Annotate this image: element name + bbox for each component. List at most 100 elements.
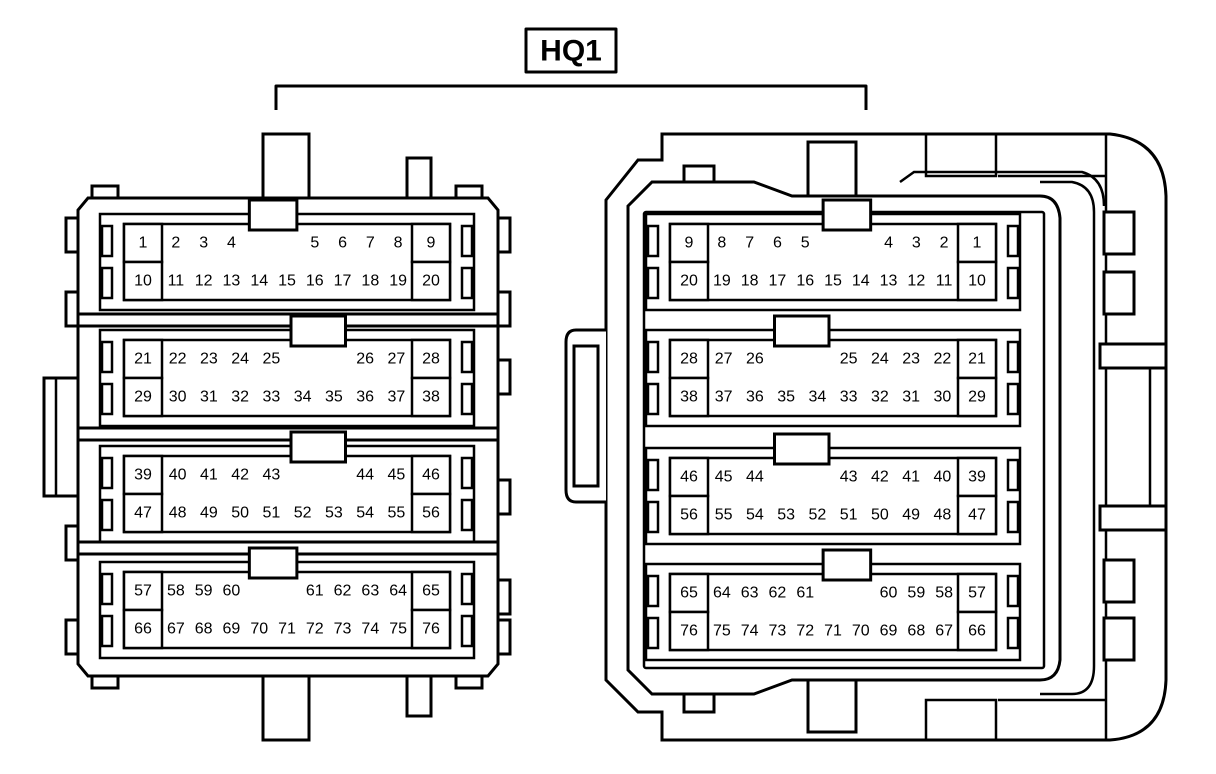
left-pin-number: 41 <box>200 467 218 484</box>
left-pin-cell: 52 <box>294 505 312 522</box>
right-pin-cell: 51 <box>840 507 858 524</box>
right-pin-cell: 45 <box>715 469 733 486</box>
left-row-slot <box>460 498 474 532</box>
left-pin-number: 30 <box>169 389 187 406</box>
left-pin-cell: 75 <box>389 621 407 638</box>
right-pin-number: 24 <box>871 351 889 368</box>
left-pin-number: 7 <box>366 235 375 252</box>
right-pin-cell: 41 <box>902 469 920 486</box>
left-pin-cell: 34 <box>294 389 312 406</box>
right-pin-box <box>668 376 710 418</box>
left-pin-cell: 1 <box>122 222 164 264</box>
right-pin-cell: 66 <box>956 610 998 652</box>
right-pin-number: 9 <box>685 235 694 252</box>
left-pin-cell: 22 <box>169 351 187 368</box>
right-pin-cell: 71 <box>824 623 842 640</box>
right-pin-cell: 16 <box>796 273 814 290</box>
right-pin-number: 38 <box>680 389 698 406</box>
left-key-notch <box>247 198 299 232</box>
left-pin-cell: 7 <box>366 235 375 252</box>
right-pin-number: 4 <box>884 235 893 252</box>
left-pin-number: 62 <box>334 583 352 600</box>
left-pin-cell: 13 <box>223 273 241 290</box>
right-pin-cell: 70 <box>852 623 870 640</box>
left-pin-number: 64 <box>389 583 407 600</box>
left-pin-cell: 65 <box>410 570 452 612</box>
right-pin-cell: 61 <box>796 585 814 602</box>
right-pin-number: 75 <box>713 623 731 640</box>
left-pin-cell: 19 <box>389 273 407 290</box>
left-pin-number: 58 <box>167 583 185 600</box>
left-pin-cell: 48 <box>169 505 187 522</box>
right-pin-number: 34 <box>808 389 826 406</box>
right-pin-cell: 58 <box>935 585 953 602</box>
right-pin-number: 17 <box>769 273 787 290</box>
left-pin-cell: 47 <box>122 492 164 534</box>
right-pin-cell: 47 <box>956 494 998 536</box>
right-pin-number: 41 <box>902 469 920 486</box>
right-pin-number: 22 <box>933 351 951 368</box>
left-pin-number: 25 <box>262 351 280 368</box>
right-pin-number: 27 <box>715 351 733 368</box>
left-pin-cell: 46 <box>410 454 452 496</box>
right-pin-box <box>956 376 998 418</box>
right-pin-number: 37 <box>715 389 733 406</box>
left-pin-cell: 40 <box>169 467 187 484</box>
right-pin-box <box>956 260 998 302</box>
right-row-slot <box>646 616 660 650</box>
right-key-notch <box>773 432 831 466</box>
right-pin-cell: 31 <box>902 389 920 406</box>
left-pin-number: 55 <box>387 505 405 522</box>
right-pin-number: 5 <box>801 235 810 252</box>
right-pin-number: 72 <box>796 623 814 640</box>
right-row-frame <box>644 446 1022 546</box>
right-row-slot <box>1006 382 1020 416</box>
left-pin-cell: 18 <box>361 273 379 290</box>
left-pin-number: 72 <box>306 621 324 638</box>
right-pin-number: 25 <box>840 351 858 368</box>
right-key-notch <box>821 198 873 232</box>
right-pin-number: 47 <box>968 507 986 524</box>
right-pin-cell: 63 <box>741 585 759 602</box>
right-row-slot <box>646 574 660 608</box>
left-row-slot <box>460 456 474 490</box>
right-row-slot <box>1006 500 1020 534</box>
left-pin-number: 61 <box>306 583 324 600</box>
right-pin-number: 56 <box>680 507 698 524</box>
left-pin-cell: 29 <box>122 376 164 418</box>
left-row-slot <box>100 614 114 648</box>
right-row-slot <box>646 458 660 492</box>
right-pin-number: 11 <box>936 273 953 290</box>
right-key-notch <box>773 314 831 348</box>
right-pin-number: 39 <box>968 469 986 486</box>
right-pin-cell: 29 <box>956 376 998 418</box>
left-pin-number: 36 <box>356 389 374 406</box>
right-pin-number: 52 <box>808 507 826 524</box>
left-row-slot <box>460 340 474 374</box>
left-pin-cell: 76 <box>410 608 452 650</box>
right-pin-number: 3 <box>912 235 921 252</box>
right-pin-cell: 5 <box>801 235 810 252</box>
right-pin-cell: 12 <box>907 273 925 290</box>
right-pin-number: 73 <box>769 623 787 640</box>
right-pin-cell: 42 <box>871 469 889 486</box>
left-pin-number: 42 <box>231 467 249 484</box>
right-row-slot <box>1006 574 1020 608</box>
left-pin-cell: 74 <box>361 621 379 638</box>
left-pin-number: 9 <box>427 235 436 252</box>
left-pin-cell: 57 <box>122 570 164 612</box>
left-pin-number: 20 <box>422 273 440 290</box>
left-pin-number: 12 <box>195 273 213 290</box>
left-pin-cell: 37 <box>387 389 405 406</box>
right-pin-box <box>668 494 710 536</box>
left-pin-number: 18 <box>361 273 379 290</box>
right-pin-number: 2 <box>940 235 949 252</box>
right-pin-number: 31 <box>902 389 920 406</box>
left-pin-cell: 39 <box>122 454 164 496</box>
left-pin-cell: 25 <box>262 351 280 368</box>
right-pin-cell: 62 <box>769 585 787 602</box>
